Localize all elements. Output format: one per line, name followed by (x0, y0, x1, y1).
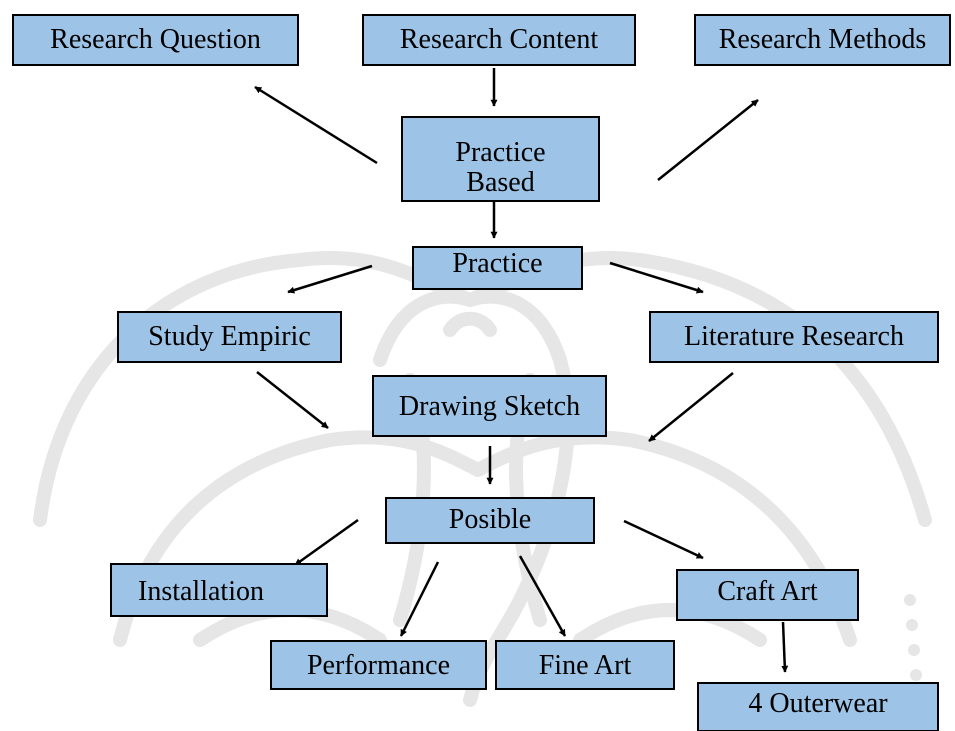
arrow-practice-based-to-research-methods (657, 99, 759, 181)
node-label: Literature Research (684, 321, 904, 352)
node-study-empiric: Study Empiric (117, 311, 342, 363)
arrow-practice-based-to-research-question (254, 85, 378, 165)
arrow-posible-to-fine-art (518, 555, 567, 637)
node-label: Fine Art (538, 650, 632, 681)
node-label: Study Empiric (148, 321, 311, 352)
node-drawing-sketch: Drawing Sketch (372, 375, 607, 437)
node-fine-art: Fine Art (495, 640, 675, 690)
node-label: Drawing Sketch (398, 391, 581, 422)
arrow-literature-research-to-drawing-sketch (648, 372, 734, 442)
node-label-line1: Practice (455, 137, 546, 168)
arrow-practice-to-literature-research (609, 261, 704, 294)
arrow-posible-to-craft-art (623, 519, 704, 560)
node-label: Posible (448, 504, 532, 535)
node-label: Research Content (399, 24, 599, 55)
node-label: Installation (138, 576, 264, 607)
node-label: Craft Art (717, 576, 818, 607)
node-label: Performance (306, 650, 451, 681)
node-literature-research: Literature Research (649, 311, 939, 363)
node-label-line2: Based (466, 167, 535, 198)
node-label: Research Question (50, 24, 261, 55)
node-label: Research Methods (718, 24, 927, 55)
node-practice-based: Practice Based (401, 116, 600, 202)
node-installation: Installation (110, 563, 328, 617)
node-practice: Practice (412, 246, 583, 290)
node-label: 4 Outerwear (748, 688, 888, 719)
node-posible: Posible (385, 497, 595, 544)
node-4-outerwear: 4 Outerwear (697, 682, 939, 731)
arrow-posible-to-performance (399, 561, 440, 637)
arrow-craft-art-to-outerwear (781, 621, 789, 673)
node-research-methods: Research Methods (694, 14, 951, 66)
node-performance: Performance (270, 640, 487, 690)
node-research-content: Research Content (362, 14, 636, 66)
arrow-practice-to-study-empiric (287, 264, 373, 294)
node-research-question: Research Question (12, 14, 299, 66)
arrow-study-empiric-to-drawing-sketch (256, 371, 329, 429)
node-craft-art: Craft Art (676, 569, 859, 621)
node-label: Practice (452, 248, 543, 279)
arrow-posible-to-installation (294, 518, 359, 567)
